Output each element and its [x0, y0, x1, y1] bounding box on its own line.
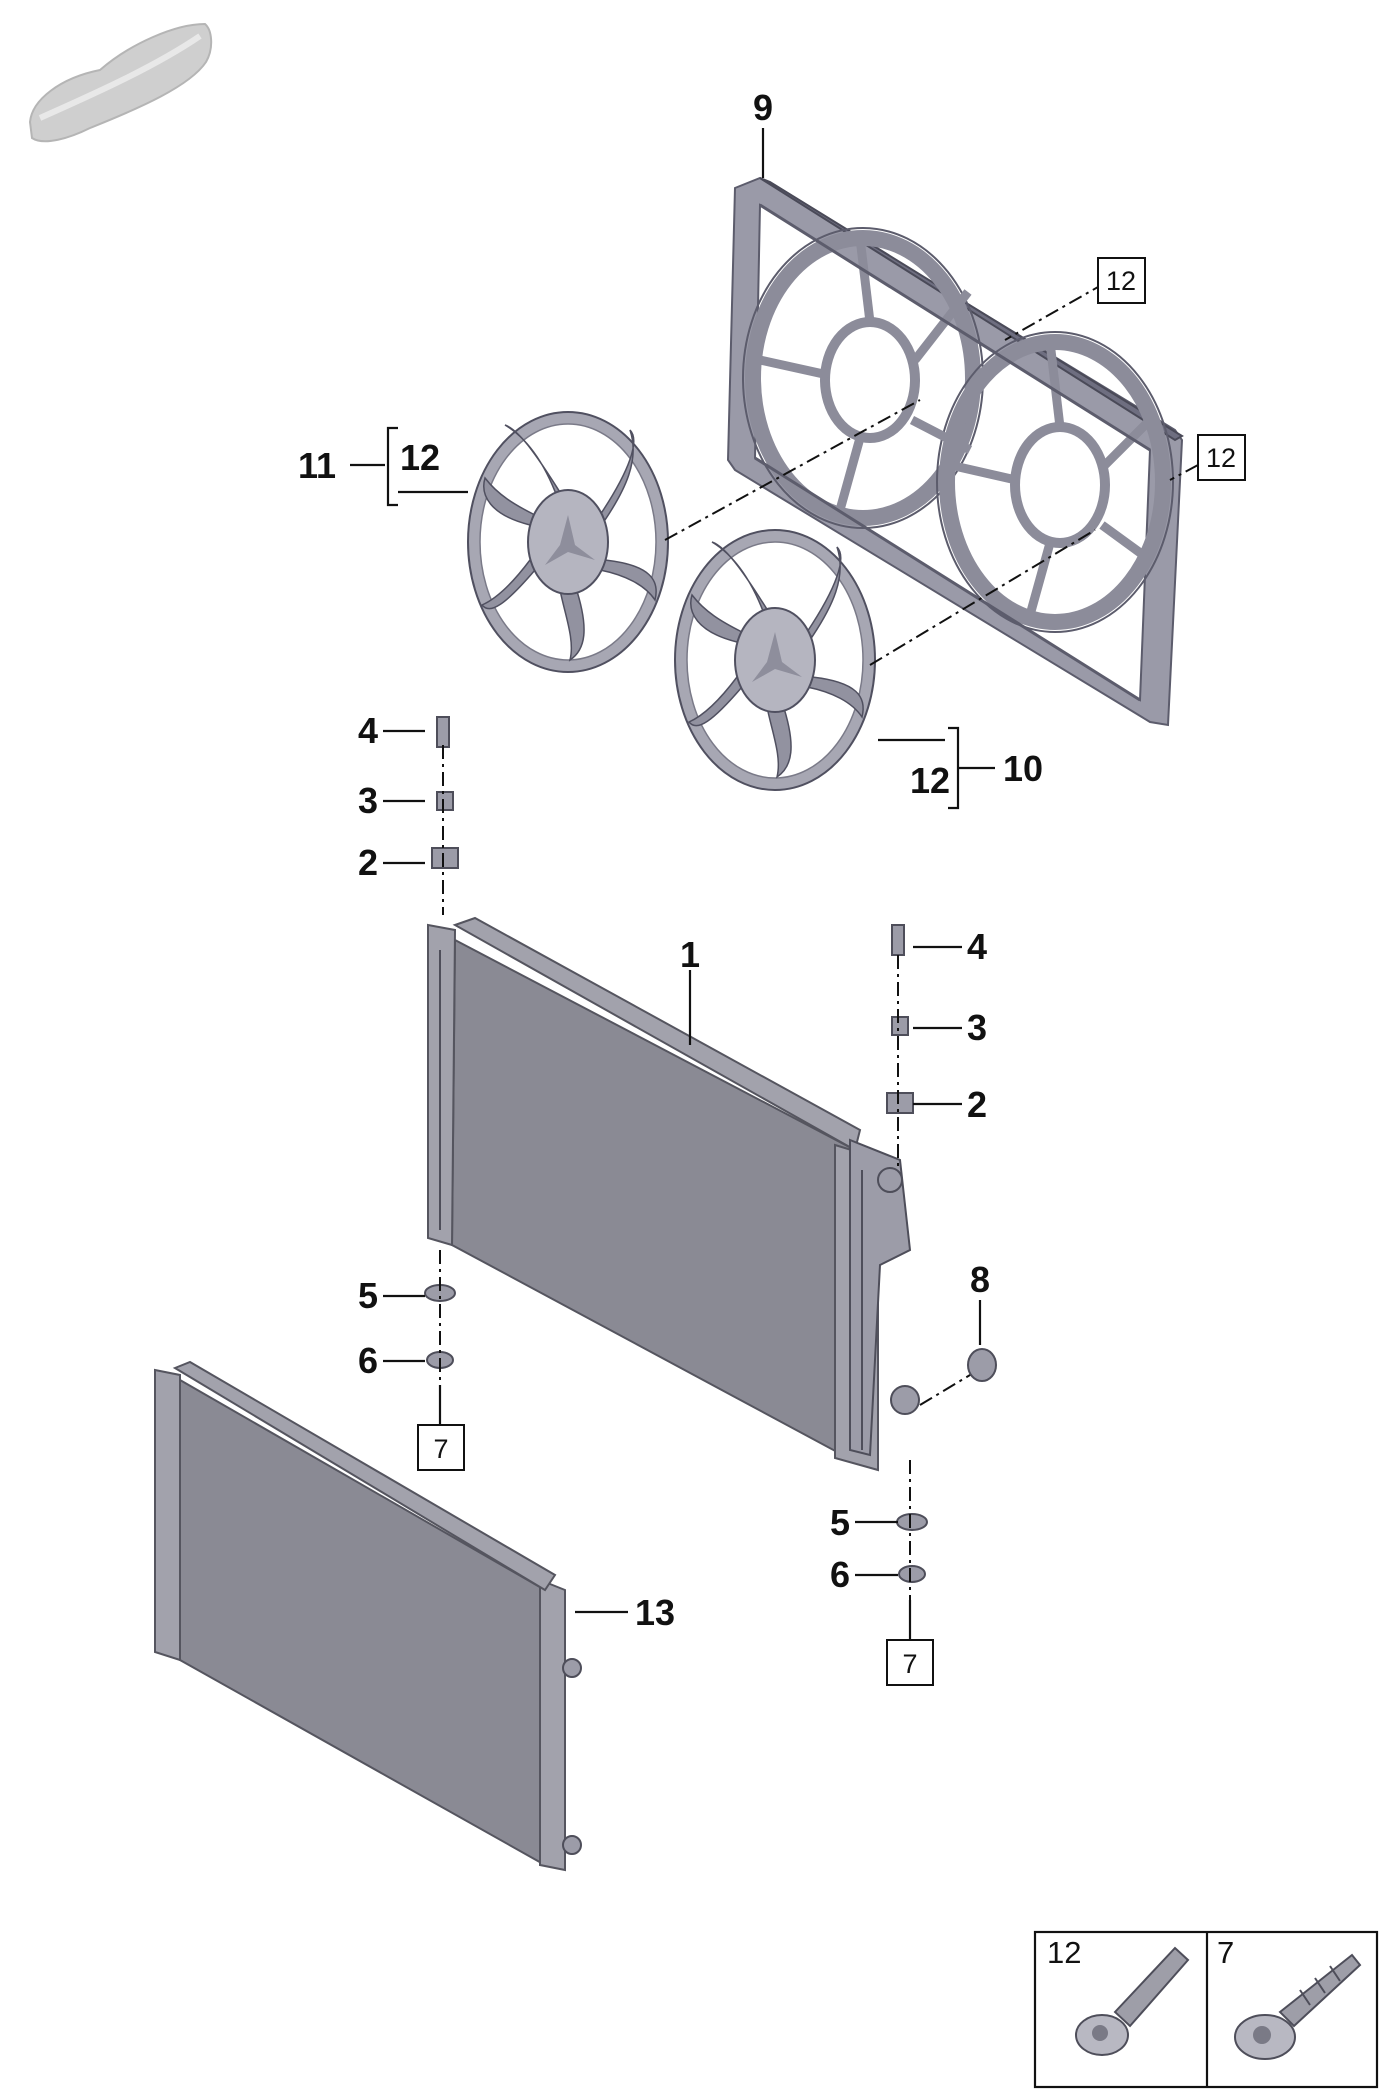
- callout-6-left: 6: [358, 1340, 378, 1381]
- callout-6-right: 6: [830, 1554, 850, 1595]
- legend-number-7: 7: [1217, 1935, 1234, 1970]
- upper-mount-parts-left: [431, 716, 459, 869]
- callout-10: 10: [1003, 748, 1043, 789]
- callout-1: 1: [680, 934, 700, 975]
- callout-13: 13: [635, 1592, 675, 1633]
- boxed-ref-7-left: 7: [433, 1434, 448, 1464]
- boxed-ref-12-top: 12: [1106, 266, 1136, 296]
- self-tapping-screw-icon: [1234, 1953, 1362, 2060]
- callout-11: 11: [298, 445, 336, 486]
- callout-4-left: 4: [358, 710, 378, 751]
- callout-5-right: 5: [830, 1502, 850, 1543]
- boxed-ref-12-right: 12: [1206, 443, 1236, 473]
- assembly-center-lines: [439, 282, 1199, 1600]
- radiator-auxiliary: [154, 1360, 582, 1872]
- callout-8: 8: [970, 1259, 990, 1300]
- boxed-ref-7-right: 7: [902, 1649, 917, 1679]
- leader-lines: [350, 128, 995, 1640]
- fan-wheel-right: [674, 529, 876, 791]
- callout-2-left: 2: [358, 842, 378, 883]
- callout-3-right: 3: [967, 1007, 987, 1048]
- callout-12-fan-right: 12: [910, 760, 950, 801]
- flange-bolt-icon: [1075, 1946, 1190, 2056]
- callout-5-left: 5: [358, 1275, 378, 1316]
- callout-2-right: 2: [967, 1084, 987, 1125]
- callout-3-left: 3: [358, 780, 378, 821]
- radiator-main: [427, 916, 920, 1472]
- callout-9: 9: [753, 87, 773, 128]
- legend-number-12: 12: [1047, 1935, 1081, 1970]
- fan-wheel-left: [467, 411, 669, 673]
- car-silhouette-icon: [28, 22, 213, 143]
- fastener-legend: 12 7: [1033, 1930, 1379, 2089]
- upper-mount-parts-right: [886, 924, 914, 1114]
- callout-4-right: 4: [967, 926, 987, 967]
- boxed-references: 12 12 7 7: [417, 257, 1246, 1686]
- fan-shroud: [726, 176, 1184, 727]
- callout-12-fan-left: 12: [400, 437, 440, 478]
- callout-labels: 1 2 2 3 3 4 4 5 5 6 6 8 9 10 11 12 12 13: [298, 87, 1043, 1633]
